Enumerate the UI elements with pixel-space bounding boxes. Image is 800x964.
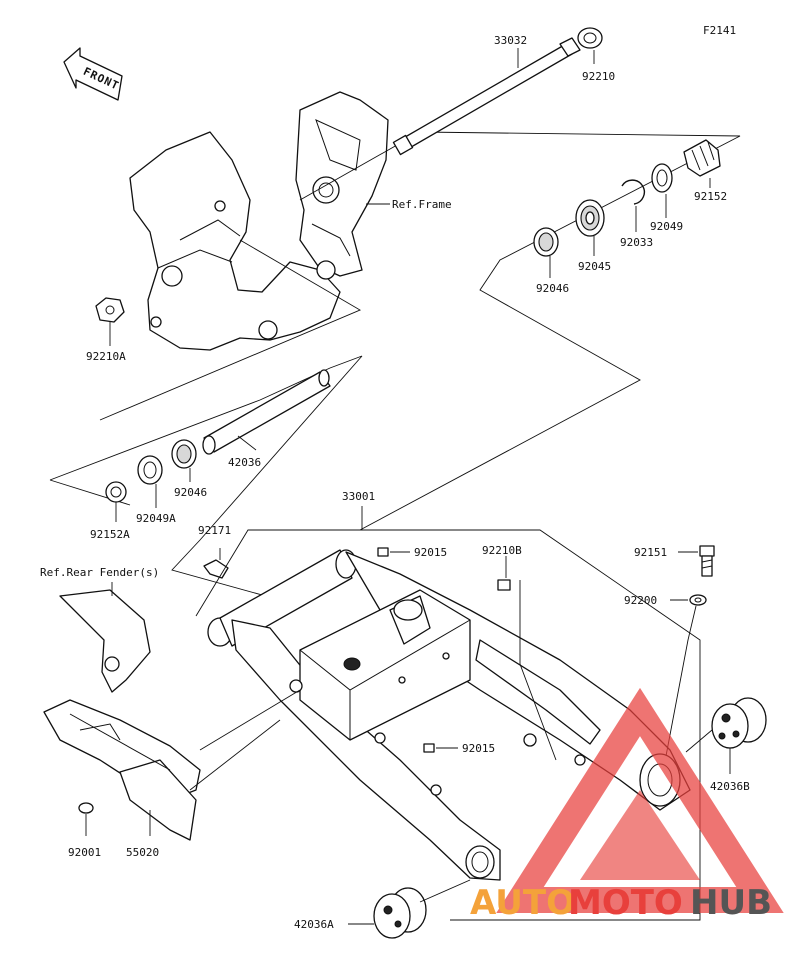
bolt-92015-top: 92015 bbox=[377, 546, 447, 559]
bearing-92046-mid: 92046 bbox=[171, 439, 207, 499]
label-92210A: 92210A bbox=[86, 350, 126, 363]
label-92049: 92049 bbox=[650, 220, 683, 233]
rear-fender-bracket bbox=[59, 582, 151, 693]
watermark-hub: HUB bbox=[690, 883, 772, 923]
bolt-92151: 92151 bbox=[634, 545, 715, 577]
label-55020: 55020 bbox=[126, 846, 159, 859]
label-42036B: 42036B bbox=[710, 780, 750, 793]
label-42036A: 42036A bbox=[294, 918, 334, 931]
ref-frame-label: Ref.Frame bbox=[392, 198, 452, 211]
sleeve-92152: 92152 bbox=[683, 139, 727, 203]
label-33032: 33032 bbox=[494, 34, 527, 47]
label-92152: 92152 bbox=[694, 190, 727, 203]
ref-rear-fender-label: Ref.Rear Fender(s) bbox=[40, 566, 159, 579]
figure-code: F2141 bbox=[703, 24, 736, 37]
screw-92001: 92001 bbox=[68, 802, 101, 859]
label-42036: 42036 bbox=[228, 456, 261, 469]
watermark-logo bbox=[496, 687, 784, 913]
label-33001: 33001 bbox=[342, 490, 375, 503]
shaft-33032: 33032 bbox=[392, 34, 581, 156]
swingarm-label-group: 33001 bbox=[195, 490, 701, 921]
frame-left-plate bbox=[129, 131, 341, 351]
seal-92049: 92049 bbox=[650, 163, 683, 233]
watermark-moto: MOTO bbox=[568, 883, 683, 923]
label-92210B: 92210B bbox=[482, 544, 522, 557]
bolt-92015-mid: 92015 bbox=[423, 742, 495, 755]
label-92210: 92210 bbox=[582, 70, 615, 83]
label-92033: 92033 bbox=[620, 236, 653, 249]
watermark-auto: AUTO bbox=[470, 883, 575, 923]
nut-92210: 92210 bbox=[577, 27, 615, 83]
nut-92210A: 92210A bbox=[86, 297, 126, 363]
eccentric-42036A: 42036A bbox=[294, 879, 471, 939]
chain-guard-55020: 55020 bbox=[43, 699, 201, 859]
circlip-92033: 92033 bbox=[620, 179, 653, 249]
label-92152A: 92152A bbox=[90, 528, 130, 541]
watermark-text: AUTO MOTO HUB bbox=[470, 883, 772, 923]
label-92049A: 92049A bbox=[136, 512, 176, 525]
washer-92200: 92200 bbox=[624, 594, 707, 757]
eccentric-42036B: 42036B bbox=[685, 697, 767, 793]
label-92151: 92151 bbox=[634, 546, 667, 559]
frame-right-plate bbox=[295, 91, 389, 280]
sleeve-42036: 42036 bbox=[202, 369, 331, 469]
label-92171: 92171 bbox=[198, 524, 231, 537]
label-92015-top: 92015 bbox=[414, 546, 447, 559]
label-92001: 92001 bbox=[68, 846, 101, 859]
label-92046-mid: 92046 bbox=[174, 486, 207, 499]
seal-92049A: 92049A bbox=[136, 455, 176, 525]
label-92200: 92200 bbox=[624, 594, 657, 607]
label-92045: 92045 bbox=[578, 260, 611, 273]
bearing-92045: 92045 bbox=[575, 199, 611, 273]
ref-frame-leader: Ref.Frame bbox=[366, 198, 452, 211]
front-arrow-icon: FRONT bbox=[63, 47, 123, 101]
label-92015-mid: 92015 bbox=[462, 742, 495, 755]
clip-92171: 92171 bbox=[198, 524, 231, 579]
label-92046-top: 92046 bbox=[536, 282, 569, 295]
bearing-92046-top: 92046 bbox=[533, 227, 569, 295]
nut-92210B: 92210B bbox=[482, 544, 557, 761]
cap-92152A: 92152A bbox=[90, 481, 130, 541]
